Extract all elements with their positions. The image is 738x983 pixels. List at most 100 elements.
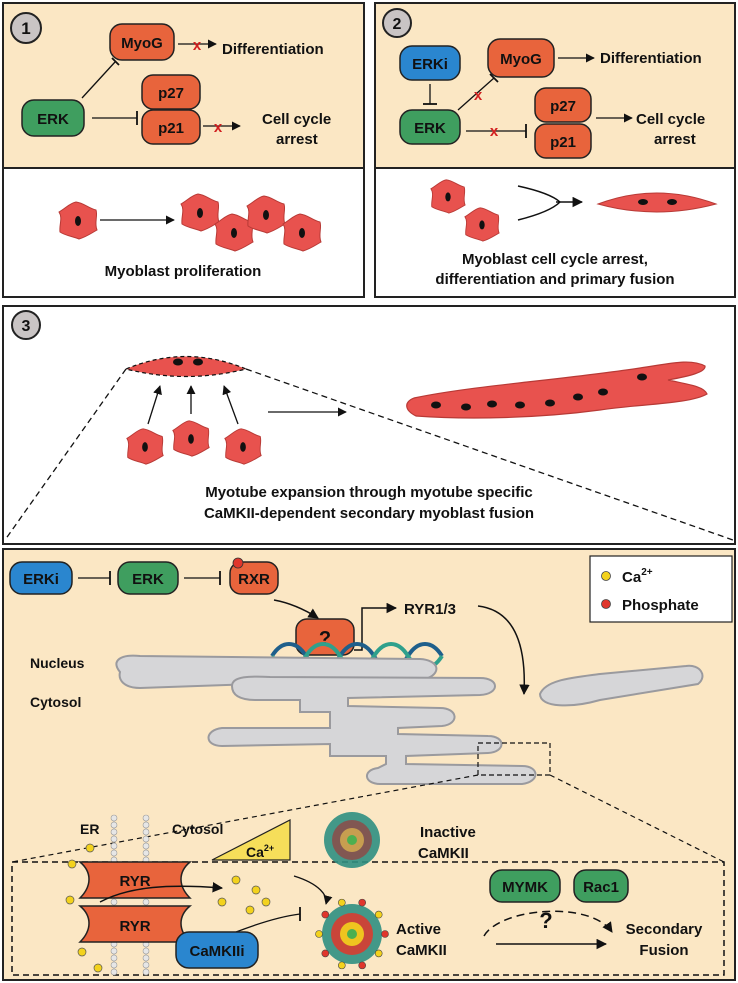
lipid-head	[142, 821, 150, 829]
inactive-label: Inactive	[420, 824, 476, 841]
myog-node	[487, 38, 555, 78]
lipid-head	[142, 835, 150, 843]
panel-number-badge	[10, 12, 42, 44]
lipid-head	[142, 968, 150, 976]
lipid-head	[110, 842, 118, 850]
fusion-label: Fusion	[639, 942, 688, 959]
panel-number-badge	[382, 8, 412, 38]
legend-calcium: Ca2+	[622, 567, 653, 586]
blocked-x-icon: x	[474, 87, 483, 104]
calcium-ion	[245, 905, 255, 915]
calcium-icon	[601, 571, 611, 581]
camkii-inhibitor-label: CaMKIIi	[189, 943, 244, 960]
legend	[589, 555, 733, 623]
panel-caption: differentiation and primary fusion	[435, 271, 674, 288]
legend-phosphate: Phosphate	[622, 597, 699, 614]
panel-number-badge	[11, 310, 41, 340]
calcium-ion	[217, 897, 227, 907]
panel-number: 2	[393, 16, 402, 33]
inhibit-line	[457, 77, 495, 111]
panel-number: 1	[21, 19, 30, 38]
lipid-head	[142, 828, 150, 836]
p21-node	[534, 123, 592, 159]
lipid-head	[110, 954, 118, 962]
rac1-node	[573, 869, 629, 903]
lipid-head	[142, 842, 150, 850]
zoom-line	[11, 774, 479, 863]
phosphate-icon	[232, 557, 244, 569]
lipid-head	[110, 828, 118, 836]
inactive-camkii-label: CaMKII	[418, 845, 469, 862]
panel-caption: CaMKII-dependent secondary myoblast fusi…	[204, 505, 534, 522]
p21-label: p21	[158, 120, 184, 137]
phosphate-icon	[601, 599, 611, 609]
lipid-head	[110, 814, 118, 822]
calcium-ion	[93, 963, 103, 973]
erk-label: ERK	[132, 571, 164, 588]
lipid-head	[142, 954, 150, 962]
calcium-release-arrow	[99, 882, 224, 903]
myog-node	[109, 23, 175, 61]
lipid-head	[110, 961, 118, 969]
active-label: Active	[396, 921, 441, 938]
active-camkii-icon	[322, 904, 382, 964]
zoom-line	[549, 774, 725, 863]
myog-label: MyoG	[121, 35, 163, 52]
calcium-ion	[231, 875, 241, 885]
cell-cycle-label: Cell cycle	[636, 111, 705, 128]
mymk-node	[489, 869, 561, 903]
cytosol-label: Cytosol	[30, 694, 81, 710]
inhibit-line	[81, 61, 116, 99]
panel-2: 2 ERKi MyoG ERK p27 p21 x x Differentiat…	[374, 2, 736, 298]
panel-caption: Myotube expansion through myotube specif…	[205, 484, 533, 501]
calcium-ion	[261, 897, 271, 907]
p27-node	[534, 87, 592, 123]
ryr-bottom-label: RYR	[119, 918, 150, 935]
panel-3: 3 Myotube expansion through myotube spec…	[2, 305, 736, 545]
camkii-inhibitor-node	[175, 931, 259, 969]
rac1-label: Rac1	[583, 879, 619, 896]
calcium-ion	[67, 859, 77, 869]
lipid-head	[110, 821, 118, 829]
myog-label: MyoG	[500, 51, 542, 68]
lipid-head	[142, 898, 150, 906]
ryr13-label: RYR1/3	[404, 601, 456, 618]
calcium-ion	[374, 949, 383, 958]
p27-node	[141, 74, 201, 110]
erki-node	[9, 561, 73, 595]
rxr-node	[229, 561, 279, 595]
unknown-factor-node	[295, 618, 355, 656]
zoom-line	[245, 368, 734, 541]
lipid-head	[142, 961, 150, 969]
calcium-ion	[338, 898, 346, 907]
er-label: ER	[80, 821, 99, 837]
er-membrane	[538, 664, 704, 707]
lipid-head	[110, 849, 118, 857]
erk-node	[399, 109, 461, 145]
unknown-mechanism-label: ?	[539, 908, 552, 933]
arrow	[273, 599, 319, 619]
ryr-top-label: RYR	[119, 873, 150, 890]
calcium-ion	[77, 947, 87, 957]
myotube	[124, 355, 248, 378]
calcium-ion	[374, 910, 383, 919]
panel-4: Ca2+ Phosphate ERKi ERK RXR ? RYR1/3 Nuc…	[2, 548, 736, 981]
panel-number: 3	[22, 318, 31, 335]
panel-caption: Myoblast cell cycle arrest,	[462, 251, 648, 268]
lipid-head	[110, 835, 118, 843]
zoom-line	[4, 368, 127, 541]
phosphate-group	[358, 898, 366, 907]
mymk-label: MYMK	[502, 879, 548, 896]
calcium-ions	[65, 843, 271, 973]
erk-label: ERK	[414, 120, 446, 137]
blocked-x-icon: x	[214, 119, 223, 136]
differentiation-label: Differentiation	[600, 50, 702, 67]
lipid-head	[142, 947, 150, 955]
p27-label: p27	[158, 85, 184, 102]
arrest-label: arrest	[276, 131, 318, 148]
p27-label: p27	[550, 98, 576, 115]
erk-node	[117, 561, 179, 595]
calcium-ion	[85, 843, 95, 853]
blocked-x-icon: x	[490, 123, 499, 140]
